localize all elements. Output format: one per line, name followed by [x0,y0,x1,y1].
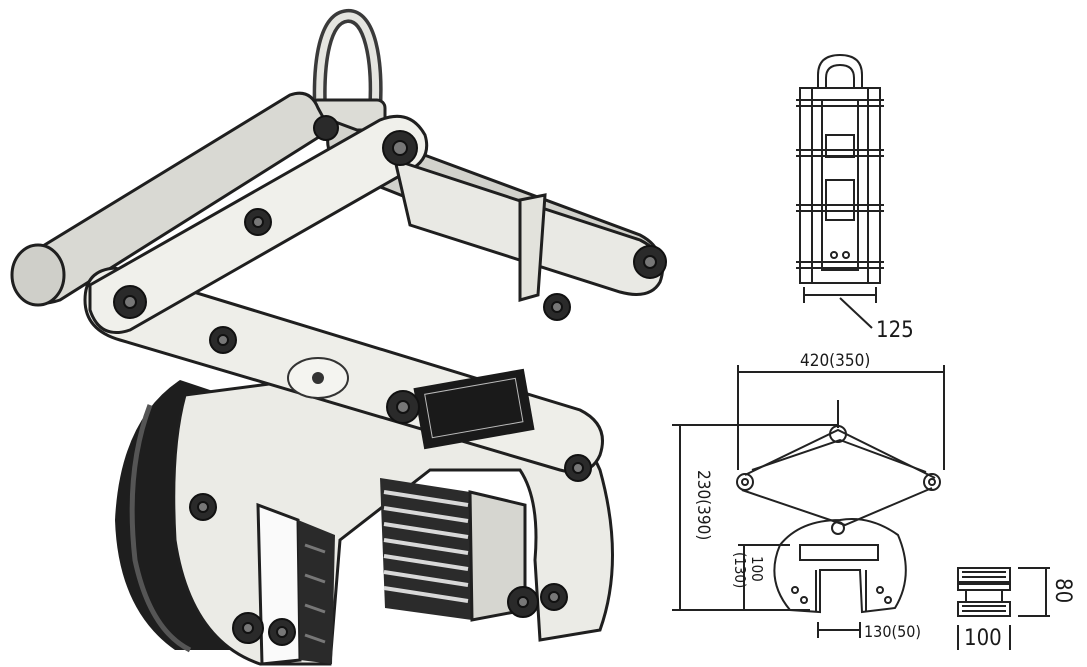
jaw-depth-label-1: 100 [748,556,766,582]
pad-width-label: 100 [964,626,1002,651]
top-width-label: 125 [876,318,914,343]
bolt-icon [113,115,667,646]
opening-label: 130(50) [864,622,921,641]
left-end-pivot [10,243,66,307]
rating-label-plate [413,368,535,450]
clamp-photo [10,9,667,666]
front-width-label: 420(350) [800,351,870,371]
pad-detail-drawing [957,567,1050,650]
pad-height-label: 80 [1050,578,1075,603]
right-grip-pad [380,478,527,622]
front-height-label: 230(390) [693,470,713,540]
lock-arm [518,193,547,302]
front-view-drawing [672,365,945,638]
jaw-depth-label-2: (130) [731,552,749,588]
top-view-drawing [796,53,884,329]
